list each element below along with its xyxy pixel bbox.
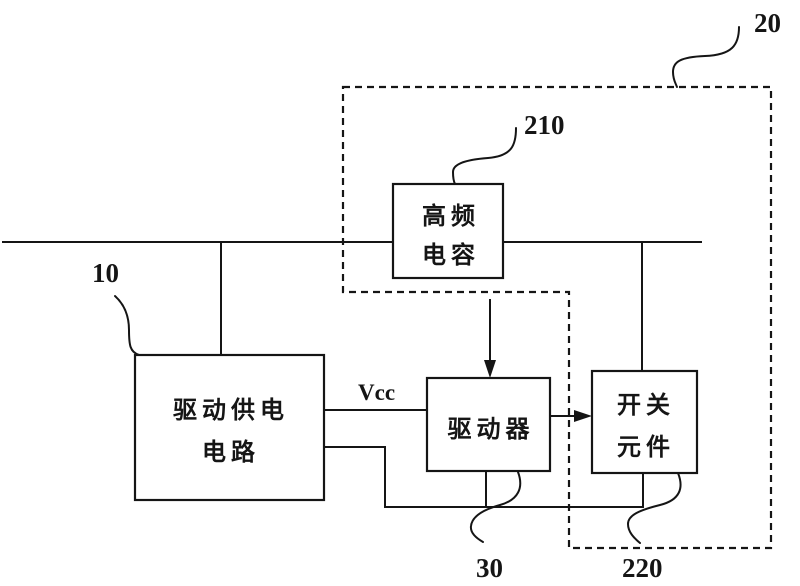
driver-to-switch-arrowhead <box>574 410 592 422</box>
reference-numeral-220: 220 <box>622 553 663 583</box>
driver-label: 驱动器 <box>448 414 535 443</box>
vcc-label: Vcc <box>358 380 395 405</box>
switch-element-label-line2: 元件 <box>617 432 675 461</box>
leader-30 <box>469 471 522 543</box>
reference-numeral-20: 20 <box>754 8 781 38</box>
drive-power-supply-label-line1: 驱动供电 <box>173 395 289 424</box>
reference-numeral-210: 210 <box>524 110 565 140</box>
return-wire <box>323 446 644 508</box>
leader-20 <box>671 26 740 88</box>
high-frequency-capacitor-label-line2: 电容 <box>422 240 480 269</box>
switch-element-block <box>590 369 699 475</box>
driver-block <box>425 376 552 473</box>
high-frequency-capacitor-block <box>391 182 505 280</box>
reference-numeral-30: 30 <box>476 553 503 583</box>
drive-power-supply-block <box>133 353 326 502</box>
switch-element-label-line1: 开关 <box>617 390 675 419</box>
drive-power-supply-label-line2: 电路 <box>202 437 260 466</box>
capacitor-to-driver-arrowhead <box>484 360 496 378</box>
reference-numeral-10: 10 <box>92 258 119 288</box>
leader-210 <box>451 127 517 185</box>
leader-220 <box>626 472 682 544</box>
high-frequency-capacitor-label-line1: 高频 <box>422 201 480 230</box>
leader-10 <box>114 295 140 356</box>
region-20-dashed-outline <box>341 85 773 550</box>
